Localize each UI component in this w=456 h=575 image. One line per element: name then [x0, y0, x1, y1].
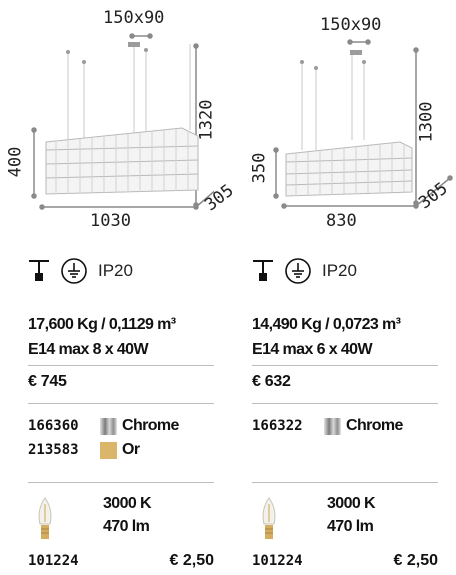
variant-finish: Chrome: [346, 417, 403, 434]
led-filament-bulb-icon: [262, 497, 276, 539]
variant-code: 166360: [28, 418, 79, 434]
bulb-code: 101224: [252, 553, 303, 569]
ip-rating: IP20: [98, 261, 133, 280]
variant-row: 213583 Or: [28, 438, 214, 462]
product-column-2: 150x90 1300 350 305 830 IP20 14,490 Kg /…: [240, 0, 454, 573]
dim-top: 150x90: [320, 15, 382, 35]
divider: [28, 365, 214, 366]
variant-finish: Chrome: [122, 417, 179, 434]
spec-block: 14,490 Kg / 0,0723 m³ E14 max 6 x 40W: [252, 312, 438, 362]
lumen-output: 470 lm: [327, 518, 374, 535]
dim-height: 1300: [416, 101, 437, 143]
ceiling-mount-icon: [29, 260, 49, 281]
bulb-price: € 2,50: [169, 552, 214, 569]
bulb-info: 3000 K 470 lm: [327, 492, 376, 538]
product-column-1: 150x90 1320 400 305 1030 IP20 17,600 Kg …: [0, 0, 237, 575]
color-temperature: 3000 K: [327, 495, 376, 512]
ip-rating-line: IP20: [252, 256, 357, 286]
color-temperature: 3000 K: [103, 495, 152, 512]
variant-list: 166360 Chrome 213583 Or: [28, 414, 214, 462]
product-price: € 745: [28, 373, 67, 390]
bulb-order-line: 101224 € 2,50: [252, 552, 438, 575]
product-price: € 632: [252, 373, 291, 390]
bulb-order-line: 101224 € 2,50: [28, 552, 214, 575]
lamp-spec: E14 max 8 x 40W: [28, 341, 149, 358]
dim-width: 1030: [90, 211, 131, 231]
earth-ground-icon: [61, 258, 87, 284]
dim-body: 350: [249, 152, 270, 184]
divider: [252, 365, 438, 366]
dim-width: 830: [326, 211, 357, 231]
spec-block: 17,600 Kg / 0,1129 m³ E14 max 8 x 40W: [28, 312, 214, 362]
variant-finish: Or: [122, 441, 140, 458]
led-filament-bulb-icon: [38, 497, 52, 539]
earth-ground-icon: [285, 258, 311, 284]
divider: [252, 403, 438, 404]
chandelier-dimension-diagram: [31, 33, 235, 210]
variant-list: 166322 Chrome: [252, 414, 438, 438]
dim-top: 150x90: [103, 8, 165, 28]
variant-row: 166322 Chrome: [252, 414, 438, 438]
chrome-swatch: [324, 417, 341, 435]
ip-rating-line: IP20: [28, 256, 133, 286]
lumen-output: 470 lm: [103, 518, 150, 535]
gold-swatch: [100, 441, 117, 459]
dim-height: 1320: [196, 99, 217, 141]
chandelier-drawing: 150x90 1320 400 305 1030: [0, 0, 237, 240]
weight-volume: 14,490 Kg / 0,0723 m³: [252, 316, 401, 333]
chandelier-dimension-diagram: [273, 39, 453, 209]
variant-code: 166322: [252, 418, 303, 434]
bulb-code: 101224: [28, 553, 79, 569]
divider: [28, 482, 214, 483]
ip-rating: IP20: [322, 261, 357, 280]
chandelier-drawing: 150x90 1300 350 305 830: [240, 0, 454, 240]
bulb-info: 3000 K 470 lm: [103, 492, 152, 538]
weight-volume: 17,600 Kg / 0,1129 m³: [28, 316, 176, 333]
lamp-spec: E14 max 6 x 40W: [252, 341, 373, 358]
variant-row: 166360 Chrome: [28, 414, 214, 438]
ceiling-mount-icon: [253, 260, 273, 281]
divider: [28, 403, 214, 404]
dim-body: 400: [5, 146, 26, 178]
bulb-price: € 2,50: [393, 552, 438, 569]
divider: [252, 482, 438, 483]
variant-code: 213583: [28, 442, 79, 458]
chrome-swatch: [100, 417, 117, 435]
